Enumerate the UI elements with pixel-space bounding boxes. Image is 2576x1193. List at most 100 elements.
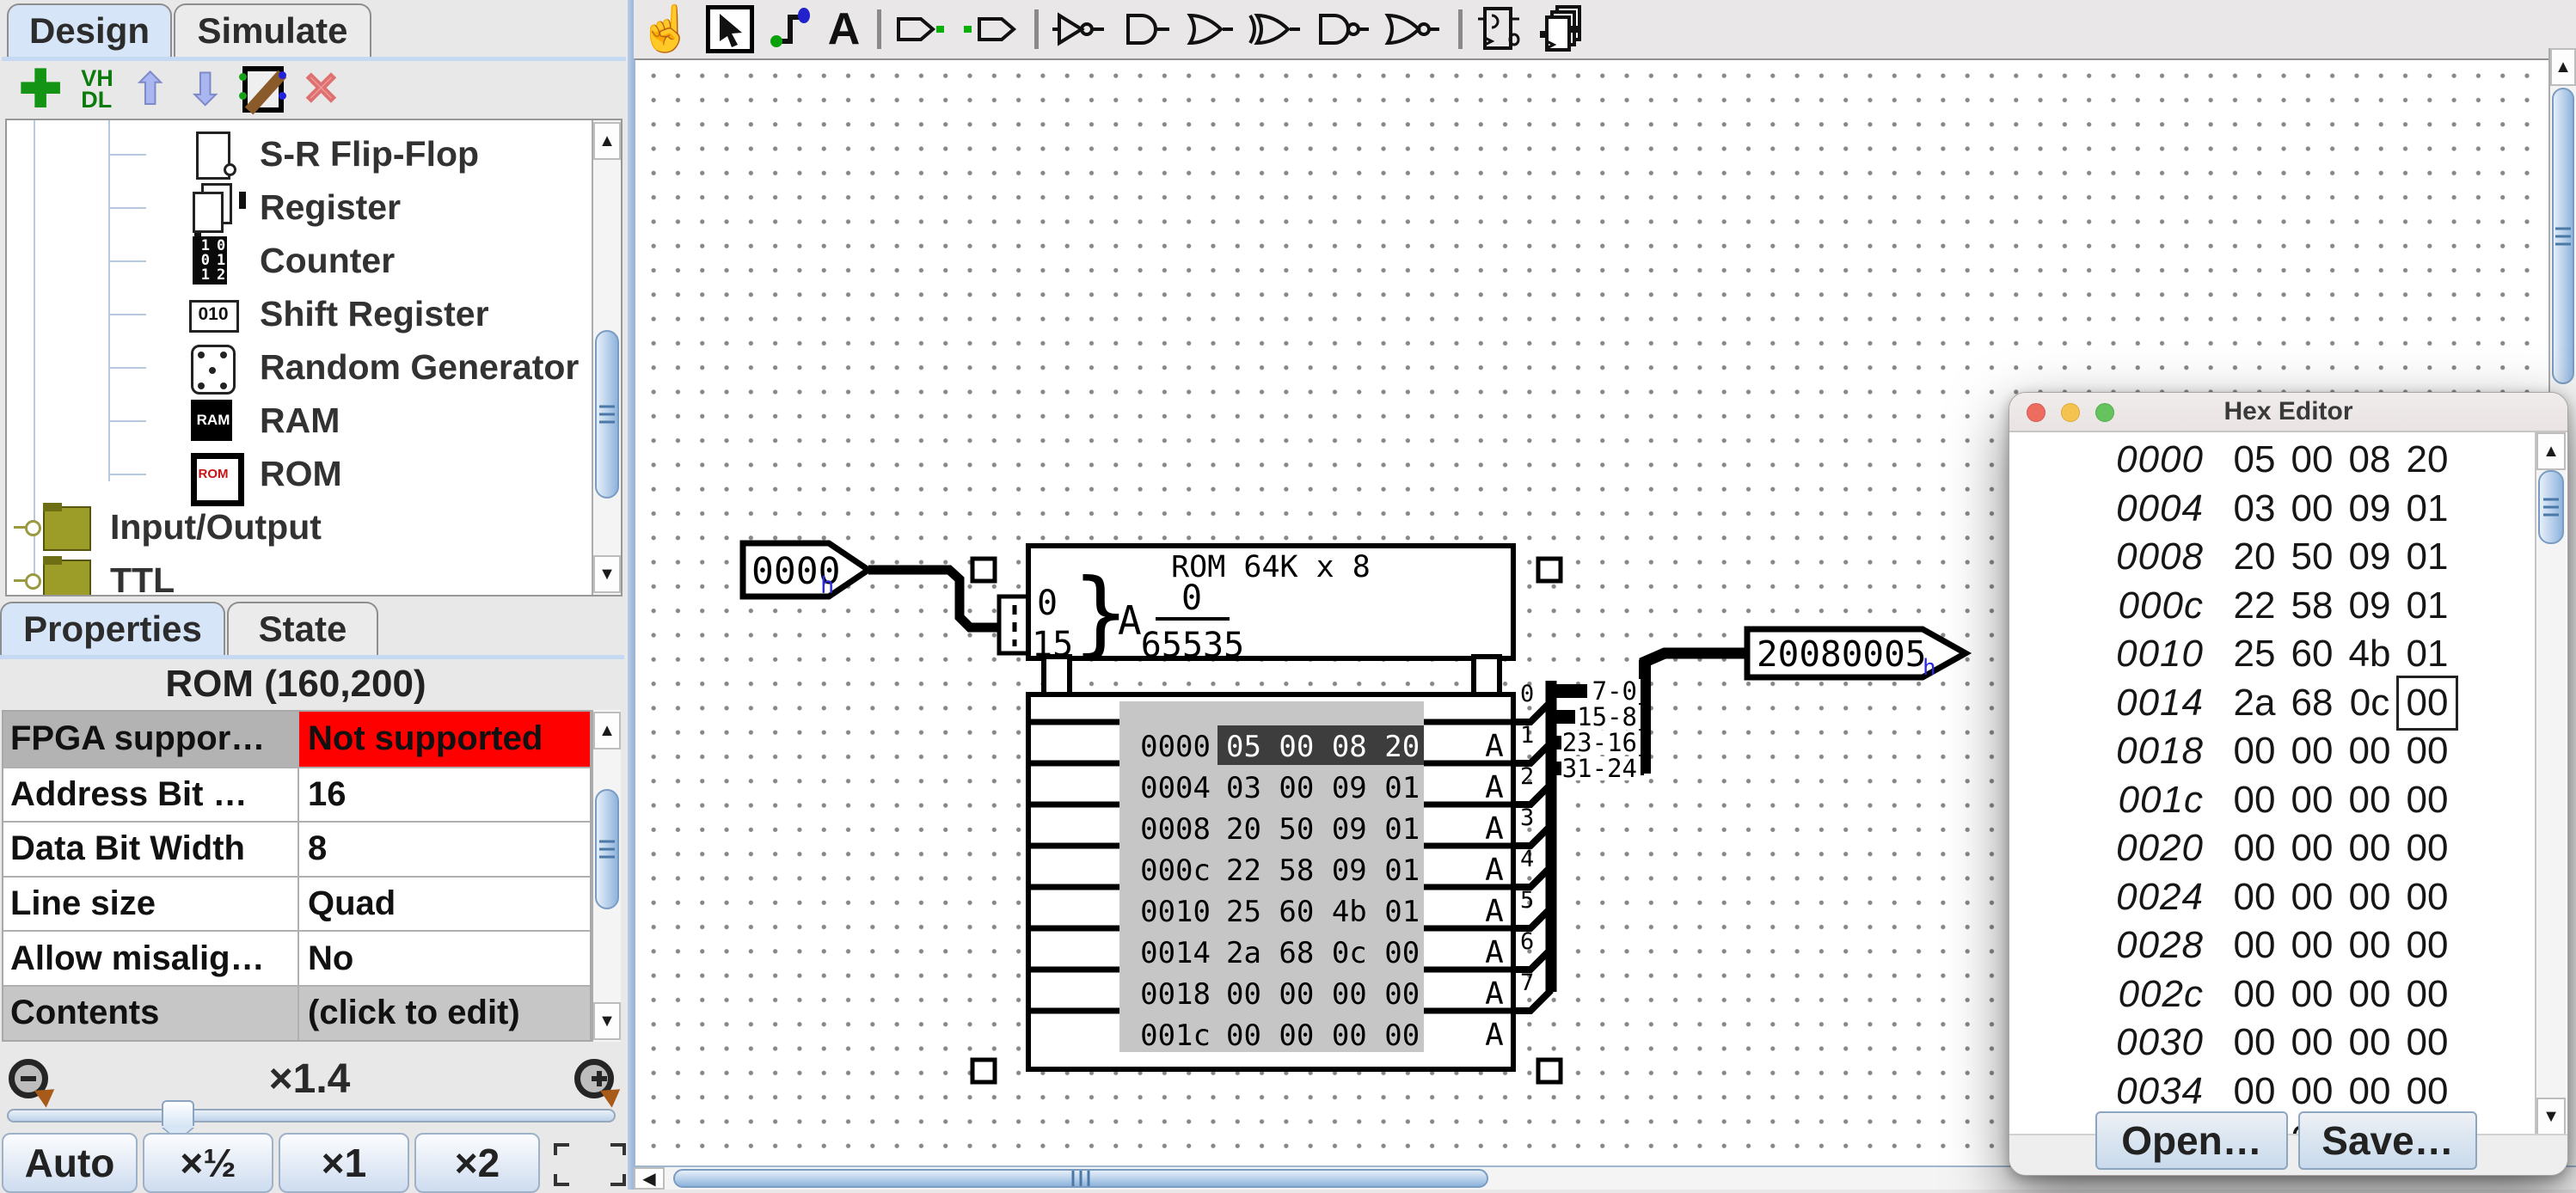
tree-scrollbar[interactable]: ▲ ▼: [592, 120, 621, 595]
hex-byte[interactable]: 01: [2406, 633, 2449, 676]
hex-byte[interactable]: 00: [2291, 730, 2334, 773]
tree-item[interactable]: S-R Flip-Flop: [7, 127, 621, 180]
hex-byte[interactable]: 00: [2291, 1069, 2334, 1112]
hex-byte[interactable]: 00: [2406, 924, 2449, 967]
zoom-in-magnifier-icon[interactable]: [574, 1059, 627, 1108]
flip-flop-tool[interactable]: [1476, 5, 1524, 53]
hex-byte[interactable]: 00: [2233, 972, 2276, 1015]
hex-byte[interactable]: 00: [2406, 730, 2449, 773]
input-pin-component[interactable]: 0000 h: [739, 540, 874, 600]
tree-item[interactable]: Register: [7, 180, 621, 234]
hex-byte[interactable]: 58: [2291, 584, 2334, 627]
zoom-traffic-light[interactable]: [2095, 403, 2114, 422]
hex-byte[interactable]: 60: [2291, 633, 2334, 676]
hex-byte[interactable]: 00: [2291, 486, 2334, 529]
hex-byte[interactable]: 0c: [2349, 681, 2390, 724]
tree-item[interactable]: 10 01 12 Counter: [7, 234, 621, 287]
hex-byte[interactable]: 00: [2348, 875, 2391, 918]
hex-byte[interactable]: 00: [2291, 778, 2334, 821]
hex-byte[interactable]: 01: [2406, 584, 2449, 627]
hex-byte[interactable]: 00: [2348, 972, 2391, 1015]
selection-handle[interactable]: [970, 556, 997, 584]
hex-byte[interactable]: 08: [2348, 438, 2391, 481]
add-component-button[interactable]: ✚: [19, 64, 62, 115]
hex-byte[interactable]: 00: [2406, 972, 2449, 1015]
hex-editor-titlebar[interactable]: Hex Editor: [2009, 393, 2567, 432]
tree-item[interactable]: 010 Shift Register: [7, 287, 621, 340]
hex-byte[interactable]: 2a: [2233, 681, 2276, 724]
tab-state[interactable]: State: [227, 602, 378, 655]
and-gate-tool[interactable]: [1119, 10, 1171, 48]
panel-divider[interactable]: [628, 0, 634, 1190]
hex-byte[interactable]: 05: [2233, 438, 2276, 481]
hex-editor-scrollbar[interactable]: ▲ ▼: [2535, 432, 2566, 1135]
hex-byte[interactable]: 00: [2291, 1021, 2334, 1064]
hex-byte[interactable]: 00: [2406, 827, 2449, 870]
address-wire[interactable]: [868, 565, 999, 633]
hex-byte[interactable]: 00: [2348, 827, 2391, 870]
move-down-button[interactable]: ⬇: [187, 67, 224, 112]
selection-handle[interactable]: [1536, 1057, 1563, 1085]
hex-byte[interactable]: 00: [2233, 1069, 2276, 1112]
tab-simulate[interactable]: Simulate: [174, 3, 371, 57]
expand-handle[interactable]: [14, 518, 43, 536]
zoom-half-button[interactable]: ×½: [143, 1133, 273, 1193]
scroll-up-arrow[interactable]: ▲: [593, 122, 621, 160]
hex-byte[interactable]: 00: [2291, 827, 2334, 870]
expand-handle[interactable]: [14, 572, 43, 590]
minimize-traffic-light[interactable]: [2061, 403, 2080, 422]
hex-byte[interactable]: 09: [2348, 486, 2391, 529]
scroll-up-arrow[interactable]: ▲: [593, 712, 621, 749]
close-traffic-light[interactable]: [2027, 403, 2045, 422]
property-value[interactable]: 8: [297, 821, 590, 876]
tree-item[interactable]: TTL: [7, 554, 621, 595]
input-pin-tool[interactable]: [895, 9, 950, 50]
hex-byte[interactable]: 00: [2348, 778, 2391, 821]
property-value[interactable]: 16: [297, 766, 590, 822]
zoom-out-magnifier-icon[interactable]: [9, 1059, 61, 1108]
hex-byte[interactable]: 20: [2233, 535, 2276, 578]
hex-byte[interactable]: 01: [2406, 486, 2449, 529]
hex-byte[interactable]: 01: [2406, 535, 2449, 578]
open-button[interactable]: Open…: [2095, 1111, 2288, 1170]
tree-item[interactable]: RAM RAM: [7, 394, 621, 447]
hex-byte[interactable]: 00: [2233, 1021, 2276, 1064]
hex-byte[interactable]: 00: [2291, 924, 2334, 967]
tree-item[interactable]: ROM ROM: [7, 447, 621, 506]
scroll-up-arrow[interactable]: ▲: [2550, 48, 2576, 86]
hex-byte[interactable]: 00: [2233, 924, 2276, 967]
zoom-auto-button[interactable]: Auto: [2, 1133, 138, 1193]
hex-byte[interactable]: 00: [2291, 972, 2334, 1015]
scrollbar-thumb[interactable]: [595, 330, 619, 499]
hex-byte[interactable]: 25: [2233, 633, 2276, 676]
hex-byte[interactable]: 09: [2348, 535, 2391, 578]
scrollbar-thumb[interactable]: [595, 789, 619, 909]
or-gate-tool[interactable]: [1183, 10, 1235, 48]
xor-gate-tool[interactable]: [1247, 10, 1302, 48]
tree-item[interactable]: Random Generator: [7, 340, 621, 395]
output-pin-component[interactable]: 20080005 h: [1744, 626, 1972, 681]
vhdl-button[interactable]: VH DL: [81, 67, 113, 112]
selection-handle[interactable]: [1536, 556, 1563, 584]
hex-byte[interactable]: 20: [2406, 438, 2449, 481]
hex-byte[interactable]: 68: [2291, 681, 2334, 724]
hex-byte[interactable]: 50: [2291, 535, 2334, 578]
text-tool[interactable]: A: [828, 3, 861, 55]
register-component-tool[interactable]: [1536, 5, 1588, 53]
hex-byte[interactable]: 00: [2348, 1069, 2391, 1112]
scrollbar-thumb[interactable]: [2552, 88, 2574, 384]
tab-properties[interactable]: Properties: [0, 602, 225, 655]
